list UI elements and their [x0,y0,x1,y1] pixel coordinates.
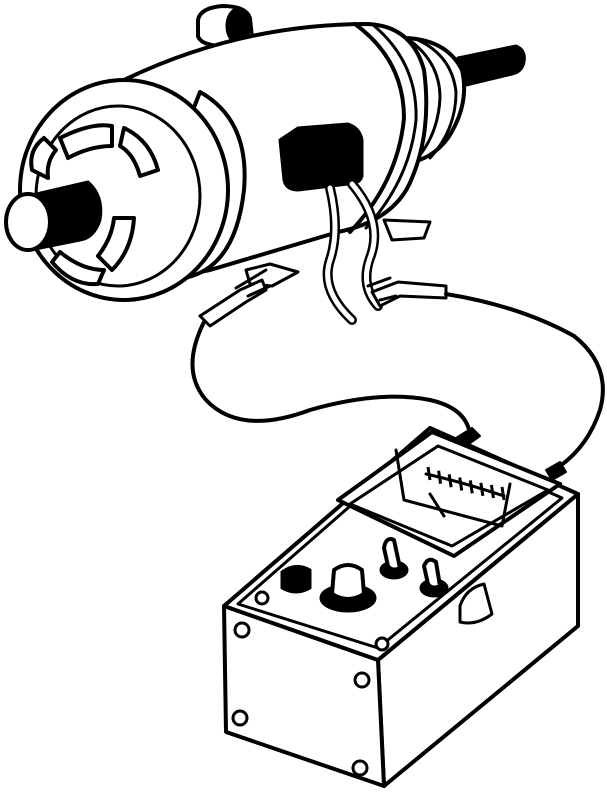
scale-tick [447,474,453,488]
vent-slot-top [58,123,114,160]
vent-slot-right-top [118,126,160,178]
screw [231,709,249,727]
toggle-switch-1 [382,537,402,572]
scale-tick [437,470,443,484]
test-lead-left [190,320,472,436]
scale-tick [468,480,474,494]
jack-right [545,461,567,481]
scale-tick [479,482,485,497]
toggle-switch-2 [422,557,442,590]
screw [254,590,270,606]
rear-shaft [456,44,526,88]
screw [353,671,371,689]
meter-scale [424,472,506,498]
vent-slot-right-bottom [96,216,136,272]
meter-needle [428,492,446,518]
vent-slot-left [29,136,58,180]
scale-tick [426,466,432,481]
screw [351,759,369,777]
scale-tick [458,477,464,491]
shaft-end [4,192,52,252]
scale-tick [500,486,506,501]
vent-slot-bottom [50,250,106,287]
meter-screws [231,590,390,777]
screw [233,621,251,639]
test-leads [190,268,605,468]
terminal-box [278,122,364,192]
scale-tick [489,484,495,499]
mounting-foot-right [382,218,432,242]
jack-left [455,427,481,447]
test-meter [222,426,580,788]
test-lead-right [444,292,605,468]
screw [374,636,390,652]
meter-scale-ticks [426,466,506,501]
meter-window [336,430,562,558]
alligator-clip-left [198,278,268,328]
meter-side-bracket [458,582,494,625]
alligator-clip-right [370,280,448,308]
adjust-knob [330,563,366,601]
motor [4,4,526,325]
